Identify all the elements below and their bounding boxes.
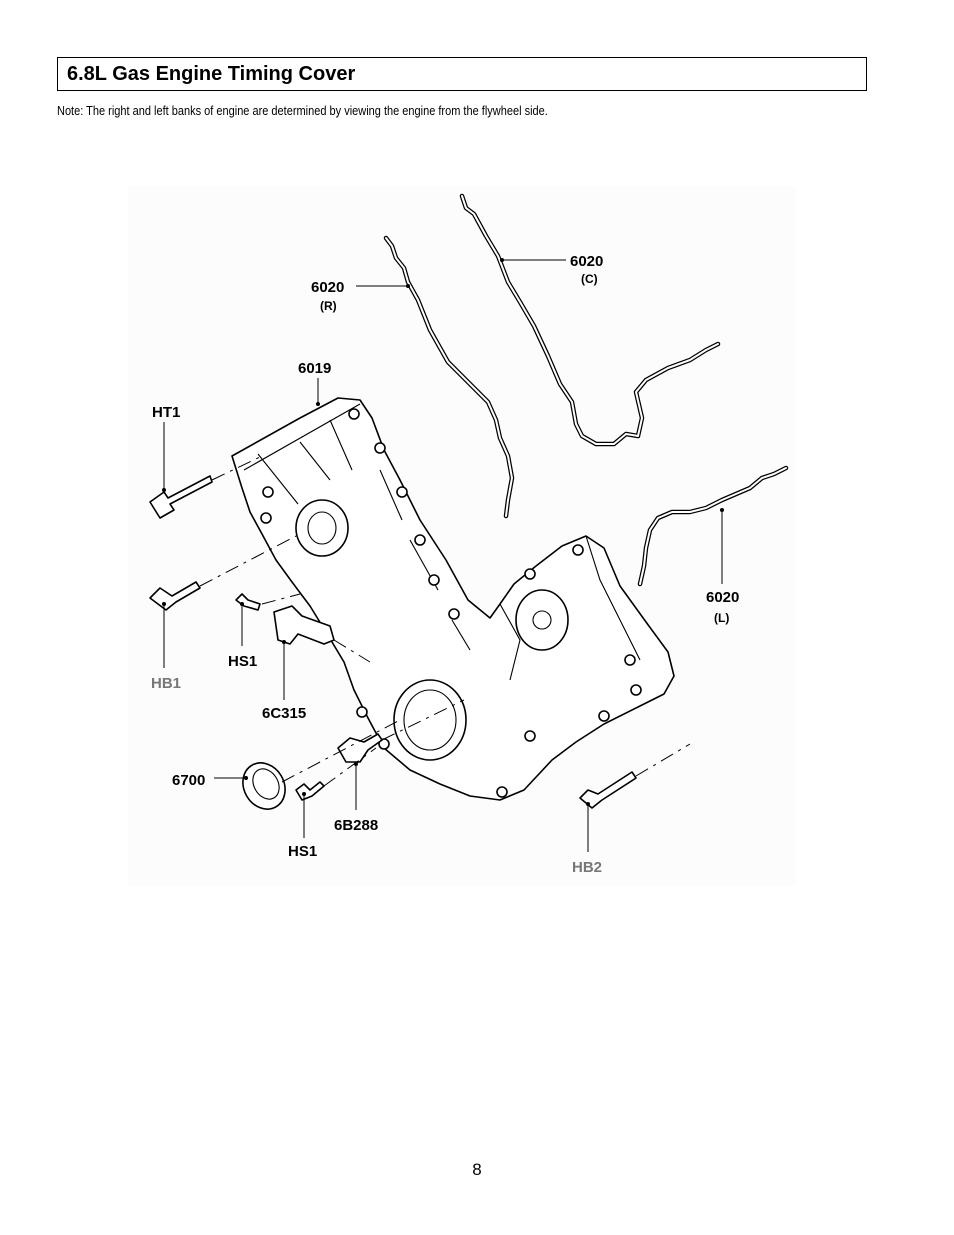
leader-lines — [162, 258, 724, 852]
gasket-left-6020 — [637, 465, 789, 587]
note-text: Note: The right and left banks of engine… — [57, 104, 548, 118]
label-sensor-6c315: 6C315 — [262, 705, 306, 722]
label-gasket-left: 6020 — [706, 589, 739, 606]
title-box: 6.8L Gas Engine Timing Cover — [57, 57, 867, 91]
gasket-center-6020 — [459, 193, 721, 447]
label-gasket-center-sub: (C) — [581, 272, 598, 286]
label-bolt-hb2: HB2 — [572, 859, 602, 876]
label-gasket-left-sub: (L) — [714, 611, 729, 625]
label-bolt-hb1: HB1 — [151, 675, 181, 692]
bolt-hb2 — [579, 771, 637, 809]
label-bolt-hs1-bottom: HS1 — [288, 843, 317, 860]
label-gasket-right: 6020 — [311, 279, 344, 296]
timing-cover-diagram: 6020 (R) 6020 (C) 6020 (L) 6019 HT1 HB1 … — [128, 186, 796, 886]
label-bolt-hs1-top: HS1 — [228, 653, 257, 670]
label-gasket-right-sub: (R) — [320, 299, 337, 313]
stud-ht1 — [149, 475, 213, 519]
label-cover: 6019 — [298, 360, 331, 377]
label-seal: 6700 — [172, 772, 205, 789]
alignment-lines — [199, 455, 691, 787]
page-title: 6.8L Gas Engine Timing Cover — [67, 63, 356, 85]
page-number: 8 — [472, 1160, 482, 1179]
label-sensor-6b288: 6B288 — [334, 817, 378, 834]
bolt-hs1-top — [235, 593, 261, 611]
label-stud: HT1 — [152, 404, 180, 421]
label-gasket-center: 6020 — [570, 253, 603, 270]
timing-cover-6019 — [231, 397, 675, 801]
seal-6700 — [242, 762, 286, 810]
gasket-right-6020 — [383, 235, 515, 519]
